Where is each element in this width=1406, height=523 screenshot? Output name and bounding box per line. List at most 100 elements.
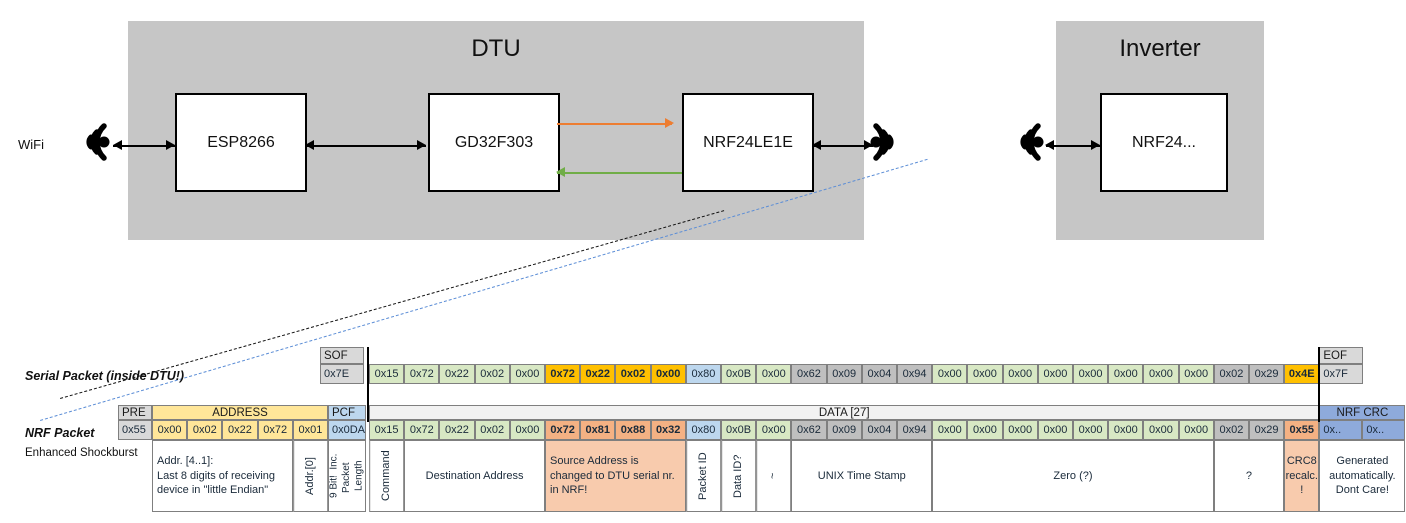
nrf-byte-21: 0x00 [1108,420,1144,440]
serial-byte-5: 0x72 [545,364,581,384]
nrf-byte-17: 0x00 [967,420,1003,440]
wifi-label: WiFi [18,137,44,152]
chip-nrf24-label: NRF24... [1131,133,1196,151]
nrf-unix-time-note: UNIX Time Stamp [791,440,933,512]
serial-sof-value: 0x7E [320,364,364,384]
nrf-source-address-note: Source Address is changed to DTU serial … [545,440,686,512]
serial-byte-8: 0x00 [650,364,686,384]
nrf-pre-header: PRE [118,405,152,420]
arrow-wifi-esp [113,145,175,147]
serial-byte-13: 0x09 [826,364,862,384]
nrf-question-note: ? [1213,440,1285,512]
nrf-destination-note: Destination Address [404,440,545,512]
chip-nrf24: NRF24... [1100,93,1228,192]
nrf-address-byte-3: 0x72 [257,420,293,440]
nrf-byte-2: 0x22 [439,420,475,440]
serial-byte-14: 0x04 [861,364,897,384]
dtu-title: DTU [471,35,521,62]
chip-gd32f303-label: GD32F303 [454,133,534,151]
nrf-byte-8: 0x32 [650,420,686,440]
nrf-byte-19: 0x00 [1037,420,1073,440]
serial-byte-3: 0x02 [474,364,510,384]
nrf-crc-value-0: 0x.. [1319,420,1363,440]
serial-byte-2: 0x22 [439,364,475,384]
nrf-pcf-header: PCF [328,405,366,420]
nrf-byte-9: 0x80 [685,420,721,440]
nrf-data-id-note: Data ID? [721,440,757,512]
serial-end-connector [1318,347,1321,422]
serial-byte-25: 0x29 [1249,364,1285,384]
arrowhead-left [812,140,821,150]
wifi-antenna-icon [86,123,110,161]
nrf-byte-7: 0x88 [615,420,651,440]
nrf-byte-3: 0x02 [474,420,510,440]
serial-byte-23: 0x00 [1178,364,1214,384]
nrf-byte-0: 0x15 [369,420,405,440]
serial-byte-15: 0x94 [897,364,933,384]
arrowhead-right [864,140,873,150]
nrf-byte-23: 0x00 [1178,420,1214,440]
nrf-byte-16: 0x00 [932,420,968,440]
nrf-data-header: DATA [27] [369,405,1320,420]
nrf-address-byte-4: 0x01 [292,420,328,440]
nrf-pcf-note: 9 Bit! Inc. Packet Length [328,440,366,512]
serial-byte-20: 0x00 [1073,364,1109,384]
nrf-packet-id-note: Packet ID [685,440,721,512]
nrf-byte-4: 0x00 [509,420,545,440]
arrow-gd32-to-nrf-orange [557,123,672,125]
rf-antenna-icon [870,123,894,161]
arrowhead-right [417,140,426,150]
arrowhead-left-green [556,167,565,177]
nrf-address-note: Addr. [4..1]:Last 8 digits of receiving … [152,440,293,512]
nrf-address-byte-2: 0x22 [222,420,258,440]
nrf-byte-10: 0x0B [721,420,757,440]
arrow-antenna-inverter [1046,145,1100,147]
serial-start-connector [367,347,369,422]
nrf-byte-11: 0x00 [756,420,792,440]
serial-byte-7: 0x02 [615,364,651,384]
serial-byte-26: 0x4E [1284,364,1320,384]
arrowhead-right [166,140,175,150]
arrow-esp-gd32 [306,145,426,147]
nrf-command-note: Command [369,440,405,512]
serial-byte-12: 0x62 [791,364,827,384]
serial-byte-19: 0x00 [1037,364,1073,384]
nrf-packet-label: NRF Packet [25,426,95,440]
nrf-pcf-value: 0x0DA [328,420,366,440]
serial-byte-24: 0x02 [1213,364,1249,384]
arrowhead-left [1045,140,1054,150]
arrowhead-left [113,140,122,150]
serial-byte-6: 0x22 [580,364,616,384]
nrf-byte-13: 0x09 [826,420,862,440]
serial-byte-4: 0x00 [509,364,545,384]
arrow-nrf-antenna-dtu [813,145,873,147]
serial-byte-9: 0x80 [685,364,721,384]
nrf-byte-5: 0x72 [545,420,581,440]
nrf-address-header: ADDRESS [152,405,328,420]
serial-byte-0: 0x15 [369,364,405,384]
serial-byte-10: 0x0B [721,364,757,384]
nrf-crc8-note: CRC8 recalc. ! [1284,440,1320,512]
chip-esp8266-label: ESP8266 [207,133,275,151]
enhanced-shockburst-label: Enhanced Shockburst [25,447,138,459]
inverter-title: Inverter [1119,35,1201,62]
nrf-crc-note: Generated automatically. Dont Care! [1319,440,1406,512]
arrow-nrf-to-gd32-green [557,172,682,174]
nrf-byte-20: 0x00 [1073,420,1109,440]
serial-byte-21: 0x00 [1108,364,1144,384]
nrf-zero-note: Zero (?) [932,440,1214,512]
nrf-byte-24: 0x02 [1213,420,1249,440]
serial-byte-22: 0x00 [1143,364,1179,384]
rf-antenna-icon [1020,123,1044,161]
nrf-byte-14: 0x04 [861,420,897,440]
serial-byte-1: 0x72 [404,364,440,384]
nrf-byte-12: 0x62 [791,420,827,440]
nrf-pre-value: 0x55 [118,420,152,440]
nrf-byte-18: 0x00 [1002,420,1038,440]
nrf-addr0-note: Addr.[0] [292,440,328,512]
chip-nrf24le1e: NRF24LE1E [682,93,814,192]
serial-byte-11: 0x00 [756,364,792,384]
serial-byte-17: 0x00 [967,364,1003,384]
nrf-byte-6: 0x81 [580,420,616,440]
serial-byte-18: 0x00 [1002,364,1038,384]
